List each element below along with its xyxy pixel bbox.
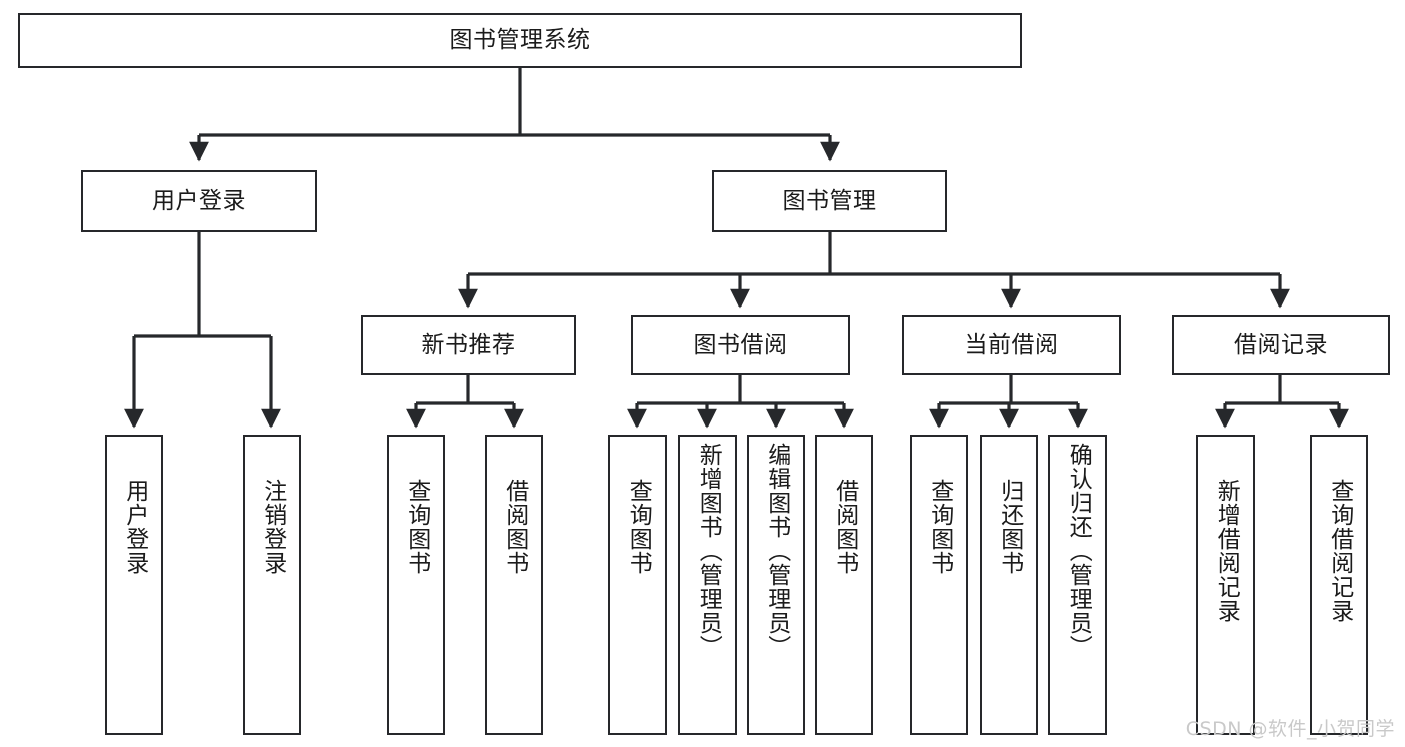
node-leaf-query-book-1-label: 查询图书 <box>403 479 430 575</box>
node-leaf-query-book-3[interactable]: 查询图书 <box>910 435 968 735</box>
node-leaf-edit-book[interactable]: 编辑图书（管理员） <box>747 435 805 735</box>
node-leaf-query-book-1[interactable]: 查询图书 <box>387 435 445 735</box>
node-user-login-label: 用户登录 <box>152 187 246 214</box>
node-leaf-borrow-book-1-label: 借阅图书 <box>501 479 528 575</box>
node-leaf-edit-book-label: 编辑图书（管理员） <box>763 443 790 659</box>
node-book-borrow-label: 图书借阅 <box>693 331 788 358</box>
node-leaf-query-record-label: 查询借阅记录 <box>1326 479 1353 623</box>
csdn-watermark: CSDN @软件_小贺同学 <box>1185 718 1395 740</box>
node-leaf-query-record[interactable]: 查询借阅记录 <box>1310 435 1368 735</box>
node-leaf-confirm-return[interactable]: 确认归还（管理员） <box>1048 435 1107 735</box>
node-leaf-user-login[interactable]: 用户登录 <box>105 435 163 735</box>
node-root[interactable]: 图书管理系统 <box>18 13 1022 68</box>
node-leaf-add-record[interactable]: 新增借阅记录 <box>1196 435 1255 735</box>
node-leaf-user-logout-label: 注销登录 <box>259 479 286 575</box>
node-leaf-add-book-label: 新增图书（管理员） <box>695 443 722 659</box>
node-book-manage-label: 图书管理 <box>782 187 877 214</box>
node-borrow-record[interactable]: 借阅记录 <box>1172 315 1390 375</box>
node-leaf-confirm-return-label: 确认归还（管理员） <box>1065 443 1092 659</box>
node-leaf-add-record-label: 新增借阅记录 <box>1213 479 1240 623</box>
node-current-borrow-label: 当前借阅 <box>964 331 1059 358</box>
node-root-label: 图书管理系统 <box>449 27 591 54</box>
node-user-login[interactable]: 用户登录 <box>81 170 317 232</box>
node-leaf-return-book[interactable]: 归还图书 <box>980 435 1038 735</box>
node-new-book-recommend-label: 新书推荐 <box>421 331 516 358</box>
node-leaf-user-logout[interactable]: 注销登录 <box>243 435 301 735</box>
node-leaf-borrow-book-2-label: 借阅图书 <box>831 479 858 575</box>
node-current-borrow[interactable]: 当前借阅 <box>902 315 1121 375</box>
node-leaf-return-book-label: 归还图书 <box>996 479 1023 575</box>
node-leaf-query-book-3-label: 查询图书 <box>926 479 953 575</box>
node-new-book-recommend[interactable]: 新书推荐 <box>361 315 576 375</box>
node-book-manage[interactable]: 图书管理 <box>712 170 947 232</box>
node-leaf-add-book[interactable]: 新增图书（管理员） <box>678 435 737 735</box>
node-leaf-borrow-book-1[interactable]: 借阅图书 <box>485 435 543 735</box>
node-borrow-record-label: 借阅记录 <box>1234 331 1328 358</box>
node-leaf-query-book-2[interactable]: 查询图书 <box>608 435 667 735</box>
node-leaf-borrow-book-2[interactable]: 借阅图书 <box>815 435 873 735</box>
node-leaf-user-login-label: 用户登录 <box>121 479 148 575</box>
node-leaf-query-book-2-label: 查询图书 <box>625 479 652 575</box>
node-book-borrow[interactable]: 图书借阅 <box>631 315 850 375</box>
